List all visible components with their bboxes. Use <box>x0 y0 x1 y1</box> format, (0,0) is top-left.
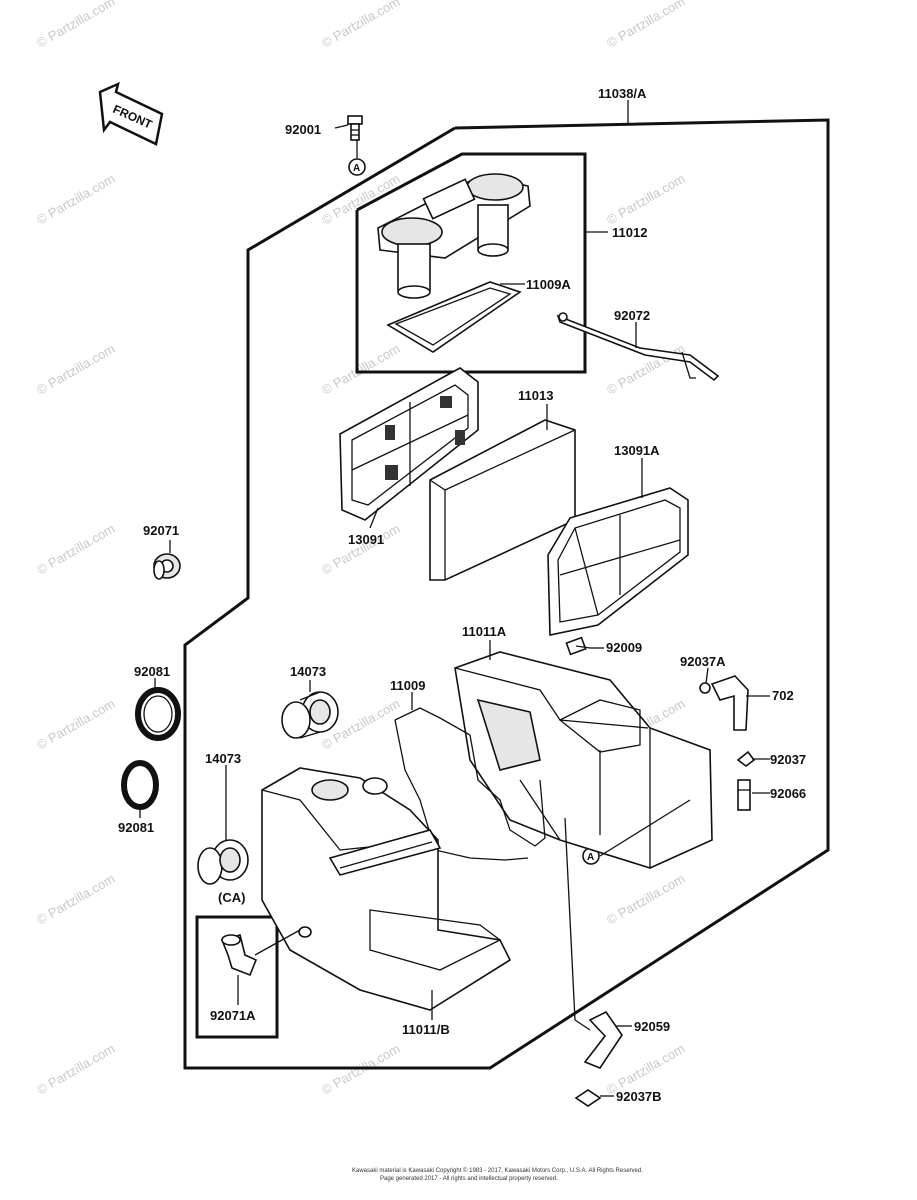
part-label-13091a: 13091A <box>614 443 660 458</box>
part-label-92037a: 92037A <box>680 654 726 669</box>
watermark-text: © Partzilla.com <box>34 871 117 928</box>
ring-92081-upper <box>135 687 181 741</box>
part-label-11038a: 11038/A <box>598 86 647 101</box>
part-label-92071: 92071 <box>143 523 179 538</box>
part-label-92081-upper: 92081 <box>134 664 170 679</box>
filter-holder-13091 <box>339 367 479 521</box>
part-label-92071a: 92071A <box>210 1008 256 1023</box>
part-label-11012: 11012 <box>612 225 647 240</box>
part-labels: 11038/A 92001 11012 11009A 92072 11013 1… <box>118 86 806 1104</box>
assembly-boundary-11038a <box>183 118 830 1070</box>
part-label-92066: 92066 <box>770 786 806 801</box>
part-label-702: 702 <box>772 688 794 703</box>
airbox-upper-11011a <box>454 651 713 869</box>
part-label-11011b: 11011/B <box>402 1022 450 1037</box>
part-label-ca: (CA) <box>218 890 245 905</box>
copyright-line-2: Page generated 2017 - All rights and int… <box>380 1176 558 1182</box>
watermark-text: © Partzilla.com <box>34 696 117 753</box>
part-label-92037: 92037 <box>770 752 806 767</box>
watermark-text: © Partzilla.com <box>604 871 687 928</box>
clip-92037a <box>699 682 711 694</box>
bolt-92001 <box>347 115 363 141</box>
filter-holder-13091a <box>547 487 689 636</box>
screw-92009 <box>565 636 591 656</box>
watermark-text: © Partzilla.com <box>34 521 117 578</box>
clip-92037b <box>574 1089 602 1107</box>
cover-11012 <box>377 173 531 299</box>
airbox-lower-11011b <box>261 767 512 1011</box>
part-label-92037b: 92037B <box>616 1089 662 1104</box>
marker-a-top: A <box>348 158 366 176</box>
watermark-text: © Partzilla.com <box>319 341 402 398</box>
marker-a-label: A <box>587 852 594 863</box>
subassembly-box-11012 <box>355 152 587 374</box>
ring-92081-lower <box>121 760 159 810</box>
watermark-text: © Partzilla.com <box>319 521 402 578</box>
part-label-92059: 92059 <box>634 1019 670 1034</box>
fitting-92066 <box>737 779 751 811</box>
ca-group-box <box>195 915 279 1039</box>
part-label-11013: 11013 <box>518 388 553 403</box>
part-label-11009: 11009 <box>390 678 425 693</box>
copyright-line-1: Kawasaki material is Kawasaki Copyright … <box>352 1167 643 1174</box>
clip-92037 <box>736 750 756 767</box>
hose-702 <box>710 675 749 731</box>
bracket-92072 <box>556 312 720 382</box>
watermark-text: © Partzilla.com <box>319 0 402 51</box>
grommet-92071 <box>153 553 181 580</box>
marker-a-label: A <box>353 163 360 174</box>
boot-14073-upper <box>281 691 339 739</box>
watermark-text: © Partzilla.com <box>34 171 117 228</box>
watermark-text: © Partzilla.com <box>604 171 687 228</box>
hose-92059 <box>583 1010 623 1069</box>
fitting-92071a <box>220 934 258 977</box>
leader-lines <box>139 100 770 1097</box>
watermark-text: © Partzilla.com <box>34 341 117 398</box>
watermark-text: © Partzilla.com <box>34 0 117 51</box>
gasket-11009a <box>386 281 522 353</box>
watermark-text: © Partzilla.com <box>604 0 687 51</box>
part-label-11009a: 11009A <box>526 277 571 292</box>
part-label-92001: 92001 <box>285 122 321 137</box>
boot-14073-lower <box>197 839 249 885</box>
part-label-13091: 13091 <box>348 532 384 547</box>
filter-element-11013 <box>429 419 576 581</box>
part-label-92072: 92072 <box>614 308 650 323</box>
part-label-14073-lower: 14073 <box>205 751 241 766</box>
watermark-text: © Partzilla.com <box>34 1041 117 1098</box>
part-label-14073-upper: 14073 <box>290 664 326 679</box>
front-arrow-icon: FRONT <box>98 81 164 146</box>
part-label-11011a: 11011A <box>462 624 507 639</box>
part-label-92081-lower: 92081 <box>118 820 154 835</box>
part-label-92009: 92009 <box>606 640 642 655</box>
